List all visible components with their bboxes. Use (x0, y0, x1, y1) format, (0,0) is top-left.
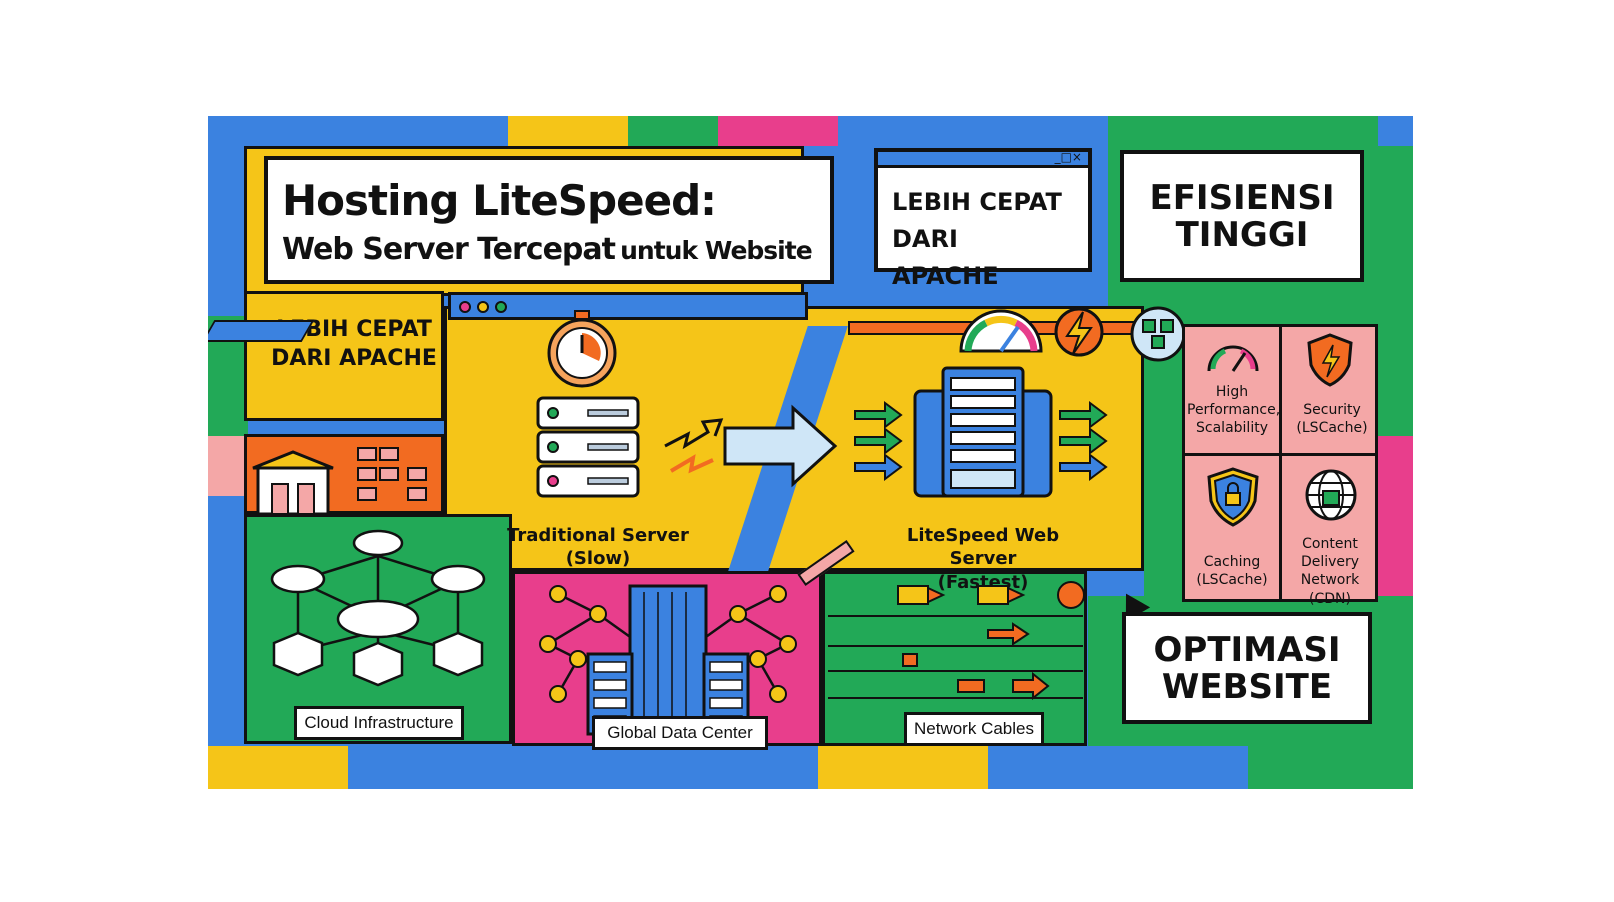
bg-yellow-bottom-left (208, 746, 348, 789)
datacenter-illustration (539, 584, 797, 736)
network-cables-illustration (828, 581, 1085, 701)
bg-yellow-bottom (818, 746, 988, 789)
big-arrow-icon (723, 404, 838, 488)
shield-lock-icon (1207, 467, 1259, 527)
optimize-badge: OPTIMASI WEBSITE (1122, 612, 1372, 724)
efficiency-text: EFISIENSI TINGGI (1149, 178, 1335, 256)
feature-grid: High Performance, Scalability Security (… (1182, 324, 1378, 607)
litespeed-server-icon (913, 366, 1053, 498)
bg-yellow-left (244, 291, 444, 421)
window-titlebar (878, 152, 1088, 168)
traditional-window (448, 292, 808, 320)
litespeed-label: LiteSpeed Web Server (Fastest) (873, 524, 1093, 594)
title-line1: Hosting LiteSpeed: (282, 176, 717, 225)
title-box: Hosting LiteSpeed: Web Server Tercepat u… (264, 156, 834, 284)
bg-green-top (628, 116, 718, 146)
optimize-text: OPTIMASI WEBSITE (1153, 630, 1341, 708)
infographic-canvas: Hosting LiteSpeed: Web Server Tercepat u… (208, 116, 1413, 789)
traditional-server-icon (536, 396, 640, 498)
globe-network-icon (1305, 469, 1357, 521)
blue-ribbon-left (208, 320, 315, 342)
bg-pink-left (208, 436, 248, 496)
traditional-label-main: Traditional Server (507, 525, 689, 546)
traditional-label-sub: (Slow) (565, 548, 631, 570)
output-arrows-icon (1059, 401, 1108, 481)
bg-blue-corner (1378, 116, 1413, 146)
efficiency-badge: EFISIENSI TINGGI (1120, 150, 1364, 282)
lightning-lines-icon (664, 418, 724, 474)
bg-pink-top (718, 116, 838, 146)
window-dot-red (459, 301, 471, 313)
buildings-illustration (252, 447, 427, 516)
feature-divider-h (1185, 453, 1375, 456)
window-controls[interactable]: _□× (1054, 150, 1082, 164)
traditional-label: Traditional Server (Slow) (498, 524, 698, 571)
bg-yellow-top (508, 116, 628, 146)
faster-window-badge: _□× LEBIH CEPAT DARI APACHE (874, 148, 1092, 290)
shield-bolt-icon (1307, 333, 1353, 387)
bg-blue-bottom-right (1088, 746, 1248, 789)
lightning-bolt-icon (1054, 307, 1104, 357)
speed-gauge-icon (959, 309, 1043, 353)
datacenter-label: Global Data Center (592, 716, 768, 750)
cables-label: Network Cables (904, 712, 1044, 746)
cloud-network-illustration (270, 529, 486, 687)
feature-label-cdn: Content Delivery Network (CDN) (1300, 536, 1360, 607)
stopwatch-icon (547, 310, 617, 388)
window-dot-green (495, 301, 507, 313)
faster-window-text: LEBIH CEPAT DARI APACHE (892, 188, 1062, 291)
blocks-network-icon (1130, 306, 1186, 362)
gauge-icon (1207, 345, 1259, 372)
title-line2: Web Server Tercepat untuk Website (282, 232, 813, 267)
feature-label-caching: Caching (LSCache) (1196, 554, 1268, 589)
title-line2a: Web Server Tercepat (282, 232, 616, 267)
feature-label-security: Security (LSCache) (1296, 402, 1368, 437)
feature-label-performance: High Performance, Scalability (1187, 384, 1281, 437)
title-line2b: untuk Website (620, 236, 813, 265)
cloud-label: Cloud Infrastructure (294, 706, 464, 740)
feature-divider-v (1279, 327, 1282, 599)
bg-pink-right (1373, 436, 1413, 616)
litespeed-label-main: LiteSpeed Web Server (906, 525, 1060, 570)
window-dot-yellow (477, 301, 489, 313)
input-arrows-icon (854, 401, 903, 481)
